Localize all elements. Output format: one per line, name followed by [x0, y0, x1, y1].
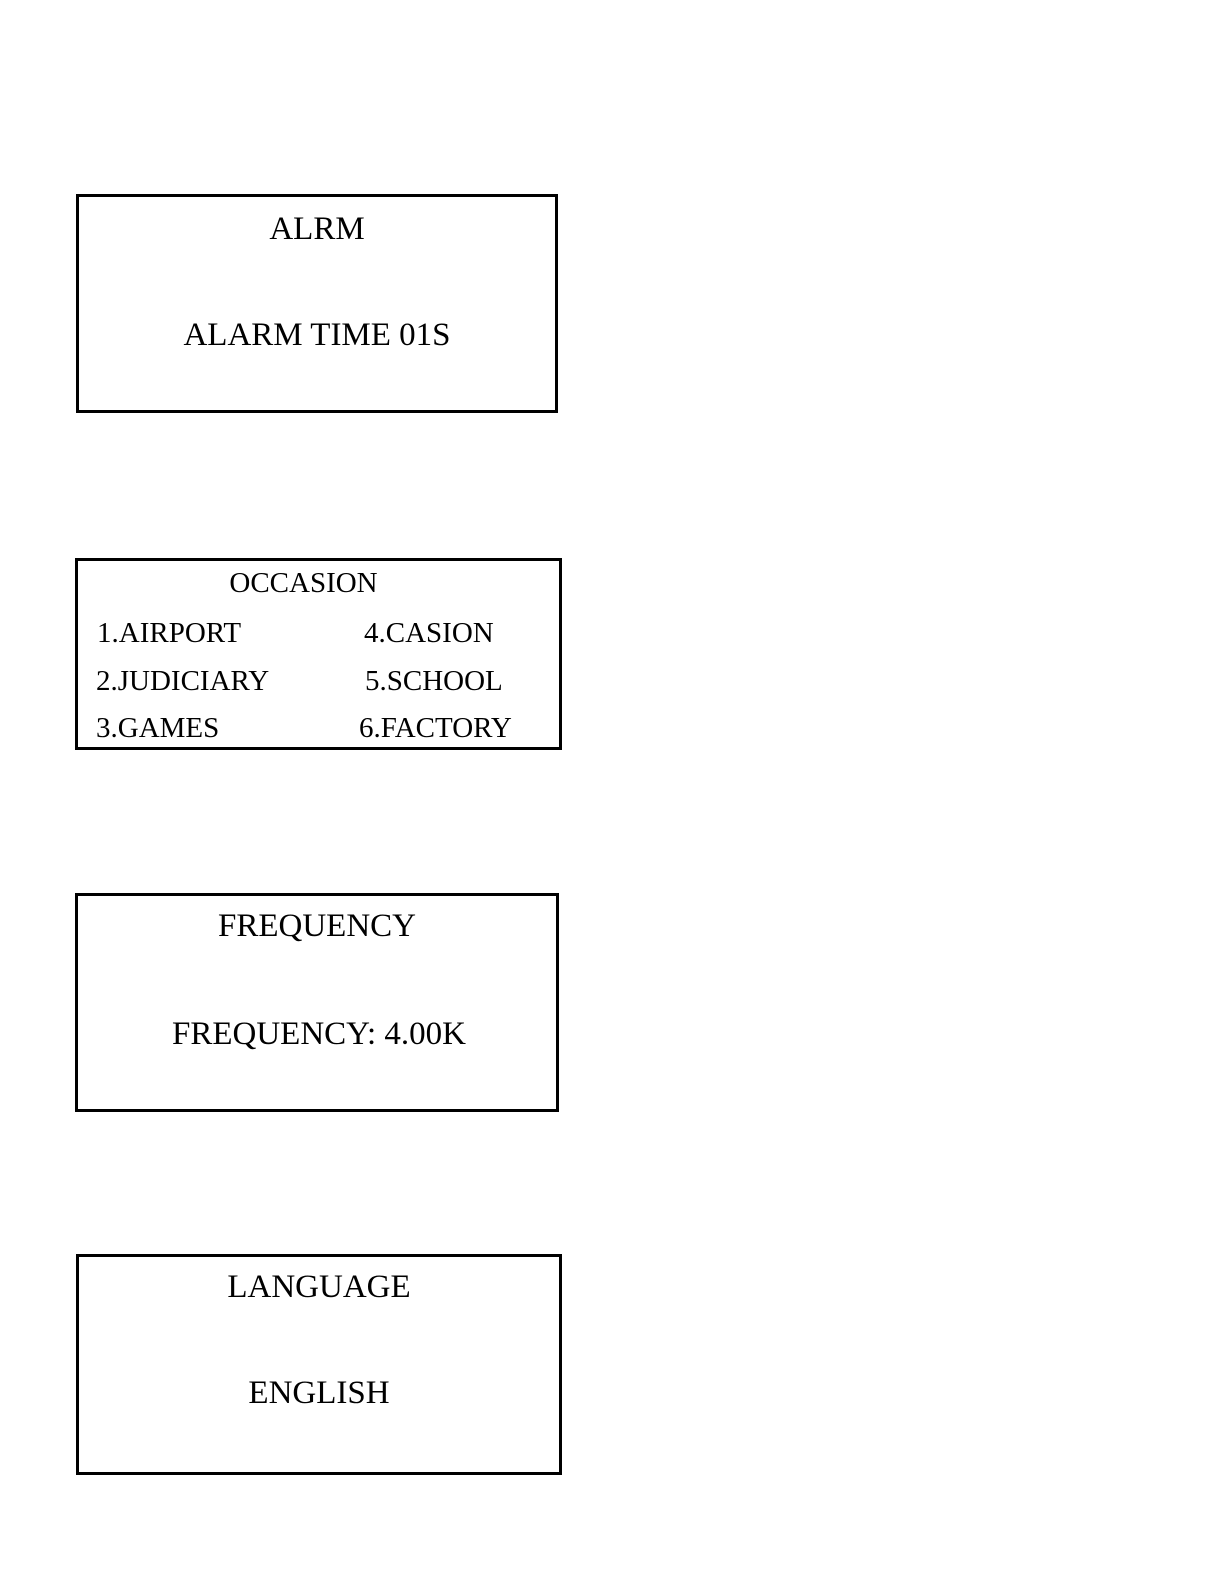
- language-screen-title: LANGUAGE: [79, 1271, 559, 1304]
- occasion-item-airport: 1.AIRPORT: [97, 619, 241, 648]
- alarm-time-value: ALARM TIME 01S: [79, 319, 555, 352]
- occasion-item-games: 3.GAMES: [96, 714, 219, 743]
- occasion-screen: OCCASION 1.AIRPORT 2.JUDICIARY 3.GAMES 4…: [75, 558, 562, 750]
- language-screen: LANGUAGE ENGLISH: [76, 1254, 562, 1475]
- occasion-item-judiciary: 2.JUDICIARY: [96, 667, 269, 696]
- alarm-screen-title: ALRM: [79, 213, 555, 246]
- frequency-screen-title: FREQUENCY: [78, 910, 556, 943]
- occasion-item-casion: 4.CASION: [364, 619, 494, 648]
- frequency-screen: FREQUENCY FREQUENCY: 4.00K: [75, 893, 559, 1112]
- occasion-screen-title: OCCASION: [48, 569, 559, 598]
- frequency-value: FREQUENCY: 4.00K: [82, 1018, 556, 1051]
- occasion-item-factory: 6.FACTORY: [359, 714, 512, 743]
- language-value: ENGLISH: [79, 1377, 559, 1410]
- alarm-screen: ALRM ALARM TIME 01S: [76, 194, 558, 413]
- occasion-item-school: 5.SCHOOL: [365, 667, 503, 696]
